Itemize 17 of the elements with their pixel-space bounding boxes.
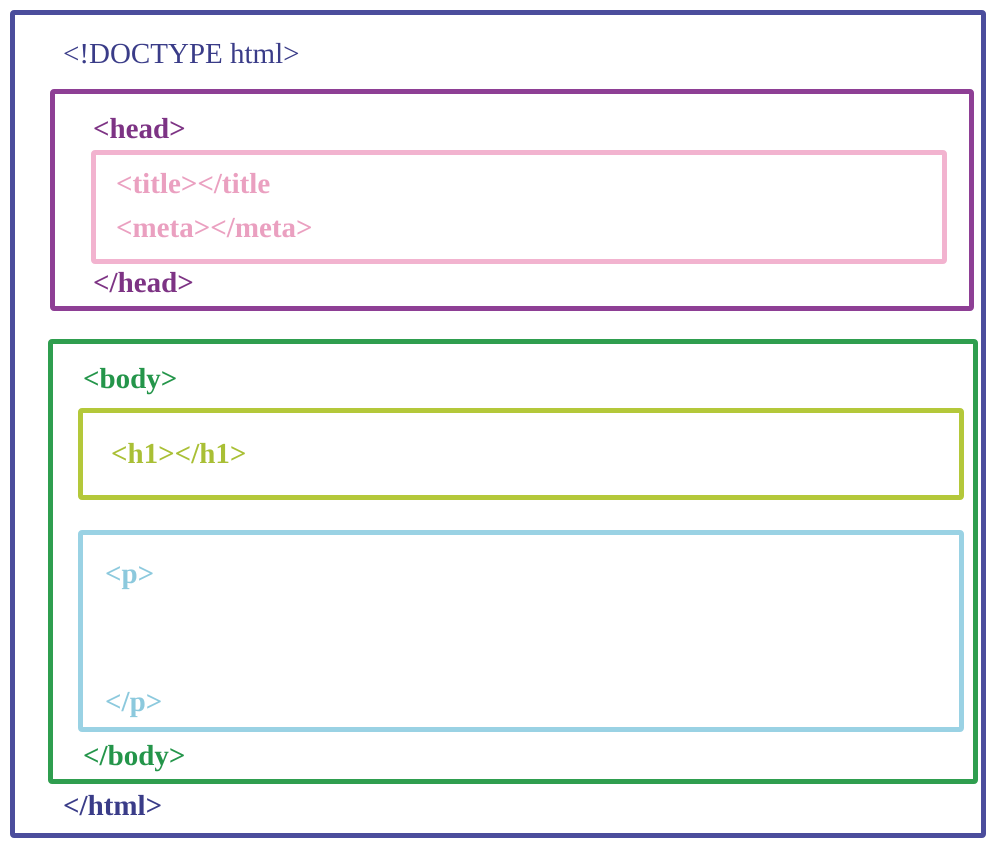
nested-box	[78, 530, 964, 732]
code-text: <head>	[93, 112, 186, 146]
nested-box	[50, 89, 974, 311]
code-text: <!DOCTYPE html>	[63, 37, 300, 71]
nested-box	[10, 10, 986, 838]
code-text: <meta></meta>	[116, 211, 313, 245]
code-text: </html>	[63, 789, 162, 823]
code-text: </body>	[83, 739, 186, 773]
code-text: <p>	[105, 557, 154, 591]
code-text: <body>	[83, 362, 178, 396]
code-text: <title></title	[116, 167, 270, 201]
code-text: <h1></h1>	[111, 437, 246, 471]
code-text: </p>	[105, 685, 162, 719]
nested-box	[91, 150, 947, 264]
code-text: </head>	[93, 266, 194, 300]
nested-box	[48, 339, 978, 784]
nested-box	[78, 408, 964, 500]
